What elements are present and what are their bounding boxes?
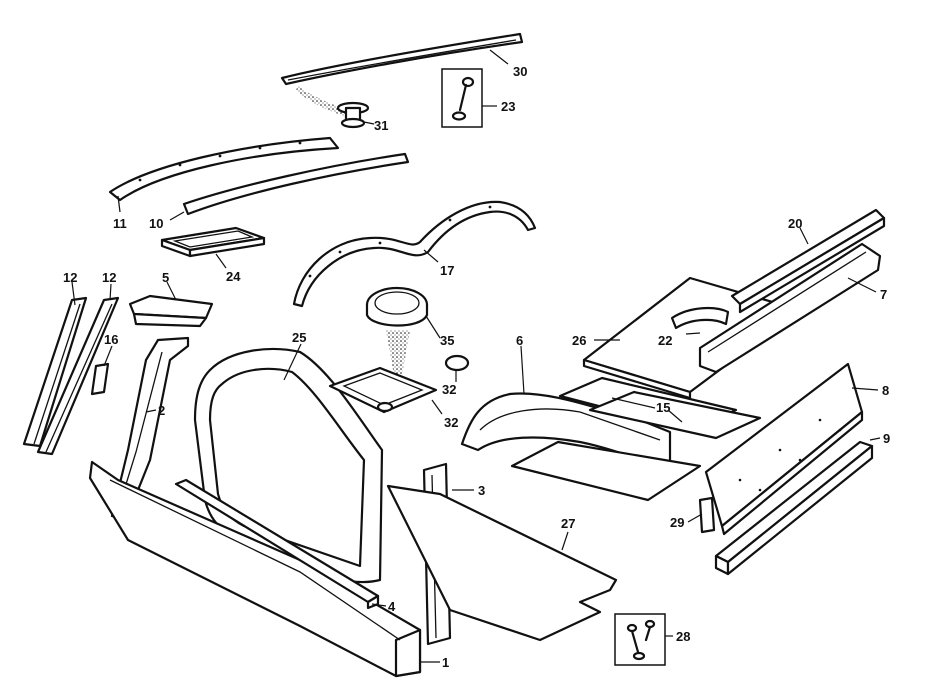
callout-17: 17 xyxy=(440,263,454,278)
part-29-top-rail xyxy=(280,32,524,86)
callout-23: 24 xyxy=(226,269,241,284)
part-11-rail xyxy=(108,136,340,202)
part-32-plate xyxy=(328,366,438,414)
part-20-rail xyxy=(730,208,886,314)
part-23-panel xyxy=(160,226,266,258)
callout-labels: 30 23 31 11 10 24 17 12 12 5 16 2 25 35 … xyxy=(63,64,890,670)
callout-2: 2 xyxy=(158,403,165,418)
callout-29: 30 xyxy=(513,64,527,79)
part-35-cap xyxy=(365,286,429,398)
part-7-rail xyxy=(698,242,882,374)
callout-4: 4 xyxy=(388,599,396,614)
callout-3: 3 xyxy=(478,483,485,498)
callout-8: 8 xyxy=(882,383,889,398)
part-26-floor xyxy=(386,484,618,642)
callout-20: 20 xyxy=(788,216,802,231)
callout-26: 27 xyxy=(561,516,575,531)
callout-16: 16 xyxy=(104,332,118,347)
callout-15: 15 xyxy=(656,400,670,415)
part-15-panels xyxy=(510,376,762,502)
callout-25: 26 xyxy=(572,333,586,348)
bolt-pair-icon xyxy=(626,619,656,661)
part-17-wavy-rail xyxy=(292,200,537,308)
inset-box-22 xyxy=(441,68,483,128)
callout-27: 28 xyxy=(676,629,690,644)
part-6-arch xyxy=(460,392,672,472)
callout-32: 32 xyxy=(444,415,458,430)
callout-24: 25 xyxy=(292,330,306,345)
part-9-beam xyxy=(714,440,874,576)
callout-31: 32 xyxy=(442,382,456,397)
part-1-base-beam xyxy=(88,460,422,678)
leader-lines xyxy=(71,49,881,663)
callout-7: 7 xyxy=(880,287,887,302)
bolt-icon xyxy=(451,76,475,121)
part-10-rail xyxy=(182,152,410,216)
callout-35: 35 xyxy=(440,333,454,348)
part-30-grommet xyxy=(296,86,370,129)
callout-30: 31 xyxy=(374,118,388,133)
inset-box-27 xyxy=(614,613,666,666)
callout-22: 23 xyxy=(501,99,515,114)
callout-5: 5 xyxy=(162,270,169,285)
part-8-board xyxy=(704,362,864,536)
part-21-bracket xyxy=(670,306,730,330)
callout-1: 1 xyxy=(442,655,449,670)
callout-28: 29 xyxy=(670,515,684,530)
part-31-disc xyxy=(444,354,470,372)
part-5-block xyxy=(128,294,214,328)
part-4-strip xyxy=(174,478,380,610)
part-28-spacer xyxy=(698,496,716,534)
callout-9: 9 xyxy=(883,431,890,446)
callout-10: 10 xyxy=(149,216,163,231)
callout-12: 12 xyxy=(102,270,116,285)
callout-6: 6 xyxy=(516,333,523,348)
callout-11: 11 xyxy=(113,216,127,231)
callout-21: 22 xyxy=(658,333,672,348)
callout-13: 12 xyxy=(63,270,77,285)
part-16-clip xyxy=(90,362,110,396)
part-12-post xyxy=(36,296,120,456)
